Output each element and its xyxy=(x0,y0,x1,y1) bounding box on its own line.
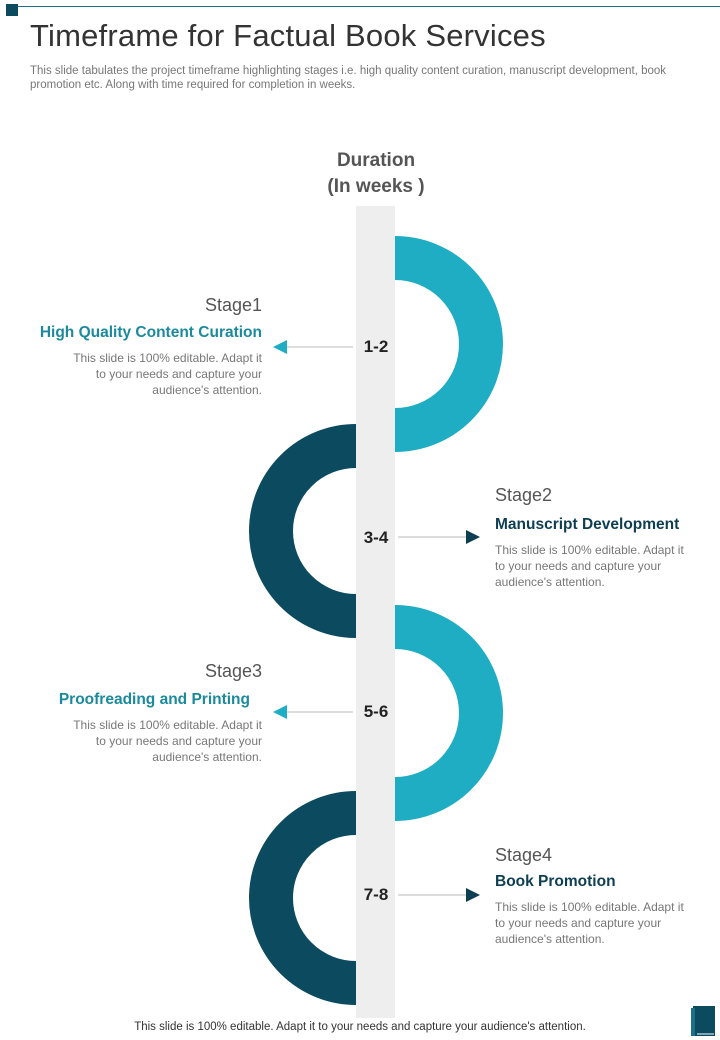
page-title: Timeframe for Factual Book Services xyxy=(30,18,546,53)
stage4-label: Stage4 xyxy=(495,845,553,865)
stage3-description: This slide is 100% editable. Adapt it to… xyxy=(73,718,262,764)
stage3-arc xyxy=(394,605,503,821)
stage3-label: Stage3 xyxy=(204,661,262,681)
book-icon xyxy=(691,1006,715,1036)
footer-note: This slide is 100% editable. Adapt it to… xyxy=(134,1021,586,1033)
stage2-label: Stage2 xyxy=(495,485,553,505)
stage3-arrow-icon xyxy=(273,705,287,719)
stage2-arc xyxy=(249,424,357,638)
stage4-weeks: 7-8 xyxy=(363,885,389,904)
page-subtitle: This slide tabulates the project timefra… xyxy=(30,65,667,91)
corner-square xyxy=(6,4,18,16)
stage1-label: Stage1 xyxy=(204,295,262,315)
stage4-description: This slide is 100% editable. Adapt it to… xyxy=(495,900,684,946)
top-rule xyxy=(12,6,720,7)
stage3-title: Proofreading and Printing xyxy=(58,691,250,708)
timeline-spine xyxy=(356,206,395,1018)
stage1-weeks: 1-2 xyxy=(363,337,389,356)
stage1-title: High Quality Content Curation xyxy=(39,324,262,341)
duration-heading: Duration (In weeks ) xyxy=(276,148,476,200)
stage2-arrow-icon xyxy=(466,530,480,544)
stage3-weeks: 5-6 xyxy=(363,702,389,721)
stage1-arc xyxy=(394,236,503,452)
stage2-weeks: 3-4 xyxy=(363,528,389,547)
stage1-description: This slide is 100% editable. Adapt it to… xyxy=(73,351,262,397)
stage4-arrow-icon xyxy=(466,888,480,902)
duration-line1: Duration xyxy=(336,150,416,171)
stage2-title: Manuscript Development xyxy=(495,516,680,533)
stage4-title: Book Promotion xyxy=(495,873,616,890)
stage1-arrow-icon xyxy=(273,340,287,354)
stage2-description: This slide is 100% editable. Adapt it to… xyxy=(495,543,684,589)
duration-line2: (In weeks ) xyxy=(327,176,425,197)
stage4-arc xyxy=(249,791,357,1005)
